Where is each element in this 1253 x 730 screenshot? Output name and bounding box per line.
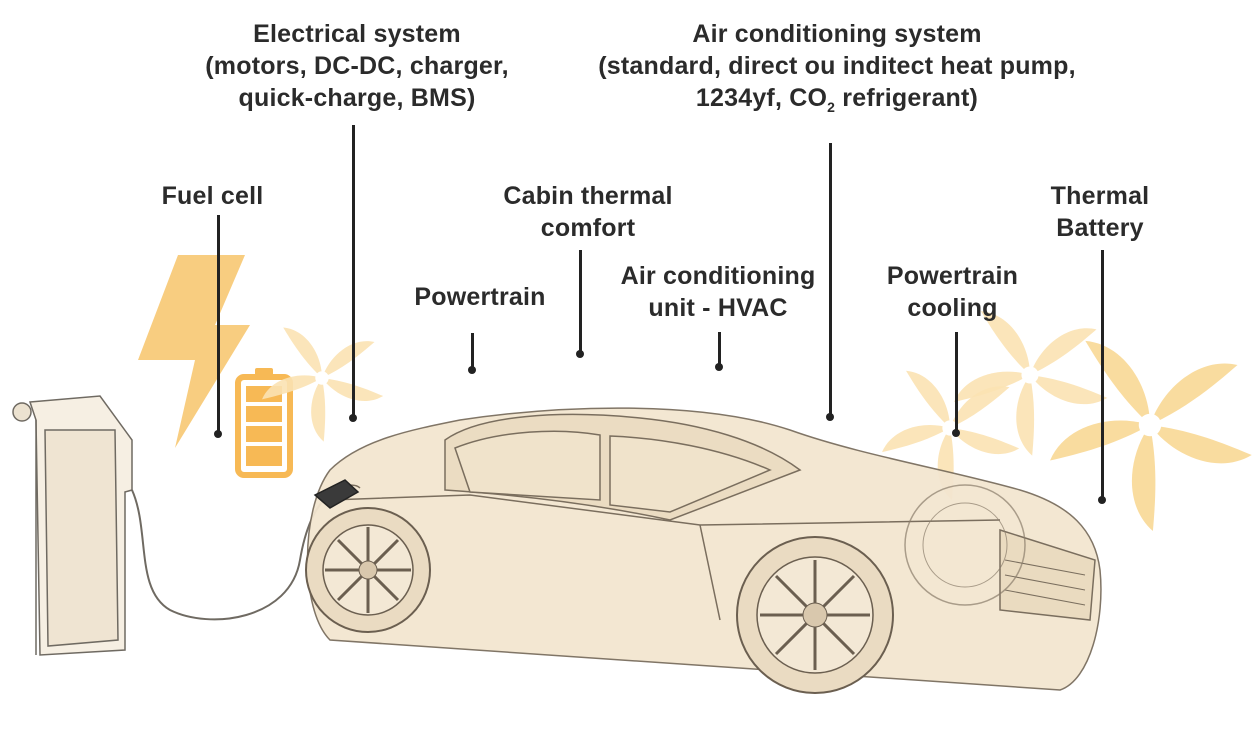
charging-station-icon: [12, 395, 331, 656]
fan-icon: [261, 326, 384, 443]
label-powertrain-cooling: Powertrain cooling: [886, 262, 1019, 322]
fan-icon: [953, 310, 1108, 457]
far-front-wheel: [904, 484, 1026, 606]
label-thermal-battery: Thermal Battery: [1050, 182, 1150, 242]
leader-fuel-cell: [217, 215, 220, 435]
label-fuel-cell: Fuel cell: [161, 182, 264, 210]
leader-dot-hvac: [715, 363, 723, 371]
leader-dot-powertrain: [468, 366, 476, 374]
leader-dot-thermal-battery: [1098, 496, 1106, 504]
leader-dot-air-conditioning-system: [826, 413, 834, 421]
leader-dot-fuel-cell: [214, 430, 222, 438]
leader-thermal-battery: [1101, 250, 1104, 500]
battery-icon: [235, 368, 293, 478]
electric-car-illustration: [306, 407, 1102, 691]
label-powertrain: Powertrain: [414, 283, 546, 311]
leader-dot-cabin-thermal: [576, 350, 584, 358]
label-air-conditioning-system: Air conditioning system (standard, direc…: [598, 20, 1076, 115]
fan-icon: [1048, 339, 1253, 532]
label-hvac: Air conditioning unit - HVAC: [620, 262, 816, 322]
lightning-bolt-icon: [138, 255, 250, 448]
leader-electrical-system: [352, 125, 355, 420]
leader-powertrain-cooling: [955, 332, 958, 434]
leader-powertrain: [471, 333, 474, 369]
leader-dot-electrical-system: [349, 414, 357, 422]
leader-dot-powertrain-cooling: [952, 429, 960, 437]
leader-hvac: [718, 332, 721, 368]
front-wheel: [736, 536, 894, 694]
leader-cabin-thermal: [579, 250, 582, 355]
label-electrical-system: Electrical system (motors, DC-DC, charge…: [205, 20, 509, 112]
rear-wheel: [305, 507, 431, 633]
leader-air-conditioning-system: [829, 143, 832, 418]
label-cabin-thermal-comfort: Cabin thermal comfort: [503, 182, 673, 242]
